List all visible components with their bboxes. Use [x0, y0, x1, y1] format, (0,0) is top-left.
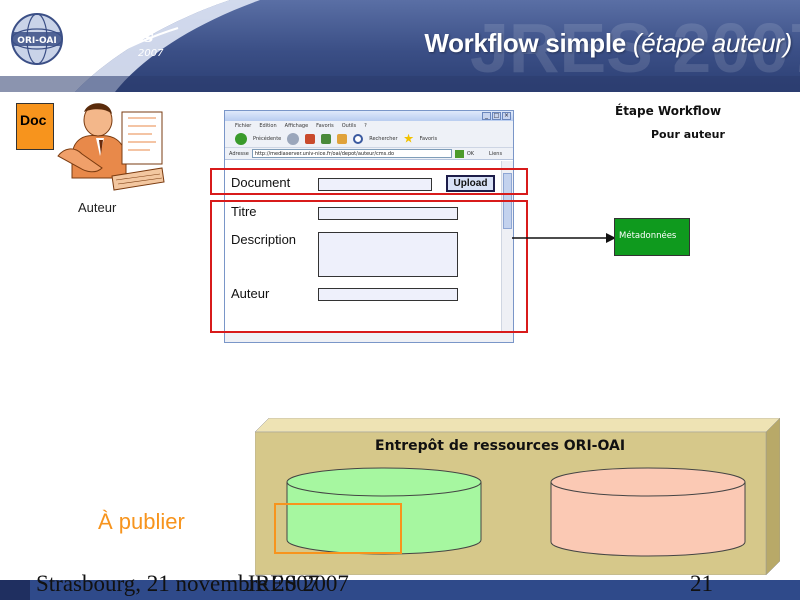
titre-input[interactable]	[318, 207, 458, 220]
document-field-label: Document	[231, 175, 291, 190]
description-field-label: Description	[231, 232, 297, 247]
upload-button[interactable]: Upload	[446, 175, 495, 192]
address-label: Adresse	[229, 150, 249, 157]
repository-title: Entrepôt de ressources ORI-OAI	[375, 438, 626, 454]
jres-logo-text: jres	[117, 27, 153, 46]
home-icon[interactable]	[337, 133, 348, 144]
titre-field-label: Titre	[231, 204, 257, 219]
svg-text:JRES 2007: JRES 2007	[470, 9, 800, 87]
publish-highlight-box	[274, 503, 402, 554]
author-illustration	[57, 103, 165, 191]
auteur-input[interactable]	[318, 288, 458, 301]
jres-logo: jres 2007	[101, 27, 179, 61]
arrow-to-metadata	[512, 233, 616, 243]
menu-item[interactable]: ?	[364, 122, 367, 129]
browser-toolbar: Précédente Rechercher Favoris	[225, 130, 513, 148]
browser-window: _ □ × Fichier Edition Affichage Favoris …	[224, 110, 514, 343]
browser-address-bar: Adresse http://mediaserver.univ-nice.fr/…	[225, 148, 513, 160]
favorites-button-label[interactable]: Favoris	[419, 135, 438, 142]
horizontal-scrollbar[interactable]	[225, 332, 513, 342]
go-arrow-icon[interactable]	[454, 149, 464, 158]
slide-title-main: Workflow simple	[424, 28, 626, 58]
author-caption: Auteur	[78, 200, 117, 215]
slide-header: JRES 2007 ORI-OAI jres 2007 Workflow sim…	[0, 0, 800, 92]
refresh-icon[interactable]	[321, 133, 332, 144]
workflow-step-title: Étape Workflow	[615, 104, 722, 118]
minimize-icon[interactable]: _	[482, 112, 491, 120]
slide-title-paren: (étape auteur)	[632, 28, 792, 58]
pink-repository-cylinder	[550, 467, 746, 557]
header-swoosh-graphic: JRES 2007	[0, 0, 800, 92]
window-controls: _ □ ×	[482, 112, 511, 120]
go-button-label[interactable]: OK	[466, 150, 475, 157]
browser-menubar: Fichier Edition Affichage Favoris Outils…	[225, 121, 513, 130]
footer-bar	[0, 580, 800, 600]
search-button-label[interactable]: Rechercher	[369, 135, 398, 142]
back-button-label[interactable]: Précédente	[253, 135, 282, 142]
description-textarea[interactable]	[318, 232, 458, 277]
menu-item[interactable]: Fichier	[235, 122, 252, 129]
menu-item[interactable]: Favoris	[316, 122, 334, 129]
workflow-step-subtitle: Pour auteur	[651, 128, 725, 141]
metadata-fields-highlight-box	[210, 200, 528, 333]
doc-box: Doc	[16, 103, 54, 150]
links-label[interactable]: Liens	[489, 150, 503, 157]
menu-item[interactable]: Affichage	[284, 122, 309, 129]
doc-label: Doc	[20, 112, 47, 128]
document-highlight-box	[210, 168, 528, 195]
forward-arrow-icon[interactable]	[287, 132, 300, 145]
browser-content-form: Document Upload Titre Description Auteur	[225, 161, 501, 333]
maximize-icon[interactable]: □	[492, 112, 501, 120]
jres-logo-year: 2007	[138, 48, 164, 59]
footer-accent	[0, 580, 30, 600]
browser-titlebar: _ □ ×	[225, 111, 513, 121]
publish-label: À publier	[98, 509, 185, 534]
back-arrow-icon[interactable]	[235, 132, 247, 145]
ori-oai-logo-text: ORI-OAI	[17, 36, 56, 46]
document-file-input[interactable]	[318, 178, 432, 191]
menu-item[interactable]: Outils	[341, 122, 357, 129]
menu-item[interactable]: Edition	[259, 122, 277, 129]
search-icon[interactable]	[353, 133, 364, 144]
ori-oai-logo: ORI-OAI	[11, 13, 63, 65]
stop-icon[interactable]	[305, 133, 316, 144]
footer-page-number: 21	[690, 571, 713, 596]
address-input[interactable]: http://mediaserver.univ-nice.fr/oai/depo…	[251, 149, 452, 158]
close-icon[interactable]: ×	[502, 112, 511, 120]
footer-location-date: Strasbourg, 21 novembre 2007	[36, 571, 320, 596]
metadata-box: Métadonnées	[614, 218, 690, 256]
footer-event: JRES 2007	[246, 571, 349, 596]
favorites-star-icon[interactable]	[403, 133, 414, 143]
auteur-field-label: Auteur	[231, 286, 270, 301]
metadata-label: Métadonnées	[619, 231, 677, 241]
slide-title: Workflow simple (étape auteur)	[424, 28, 792, 59]
